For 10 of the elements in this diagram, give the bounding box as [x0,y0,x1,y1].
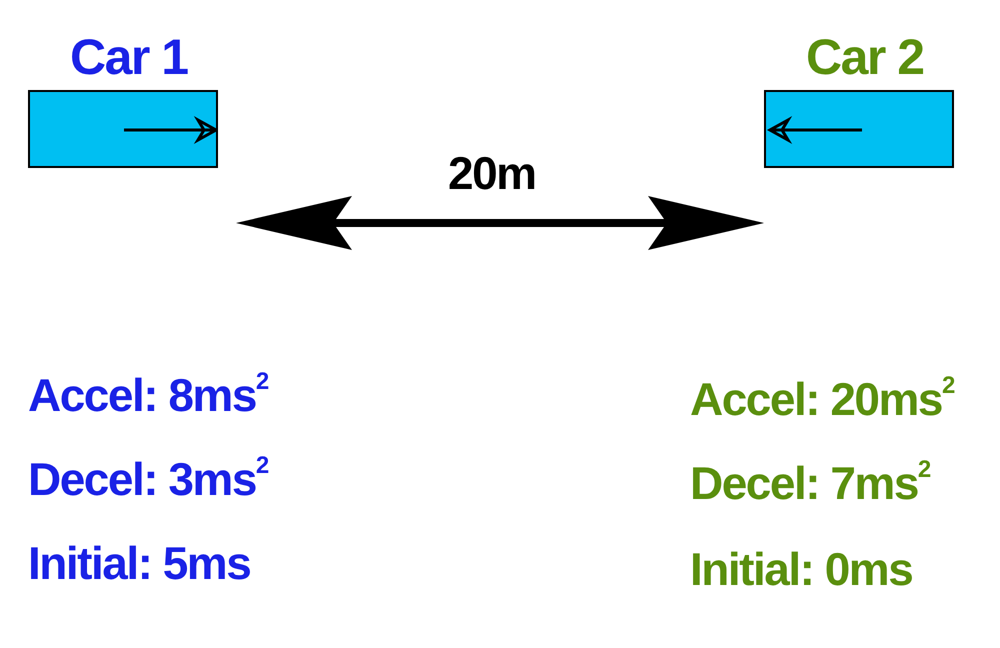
stat-text: Decel: 3ms$^{2}$ [28,456,268,502]
stat-text: Accel: 8ms$^{2}$ [28,372,268,418]
stat-text: Accel: 20ms$^{2}$ [690,376,954,422]
car-heading: Car 1 [70,32,188,82]
stat-text: Initial: 5ms [28,540,250,586]
distance-label: 20m [448,150,536,196]
double-arrow [236,196,764,250]
stat-text: Decel: 7ms$^{2}$ [690,460,930,506]
stat-text: Initial: 0ms [690,546,912,592]
car-heading: Car 2 [806,32,924,82]
